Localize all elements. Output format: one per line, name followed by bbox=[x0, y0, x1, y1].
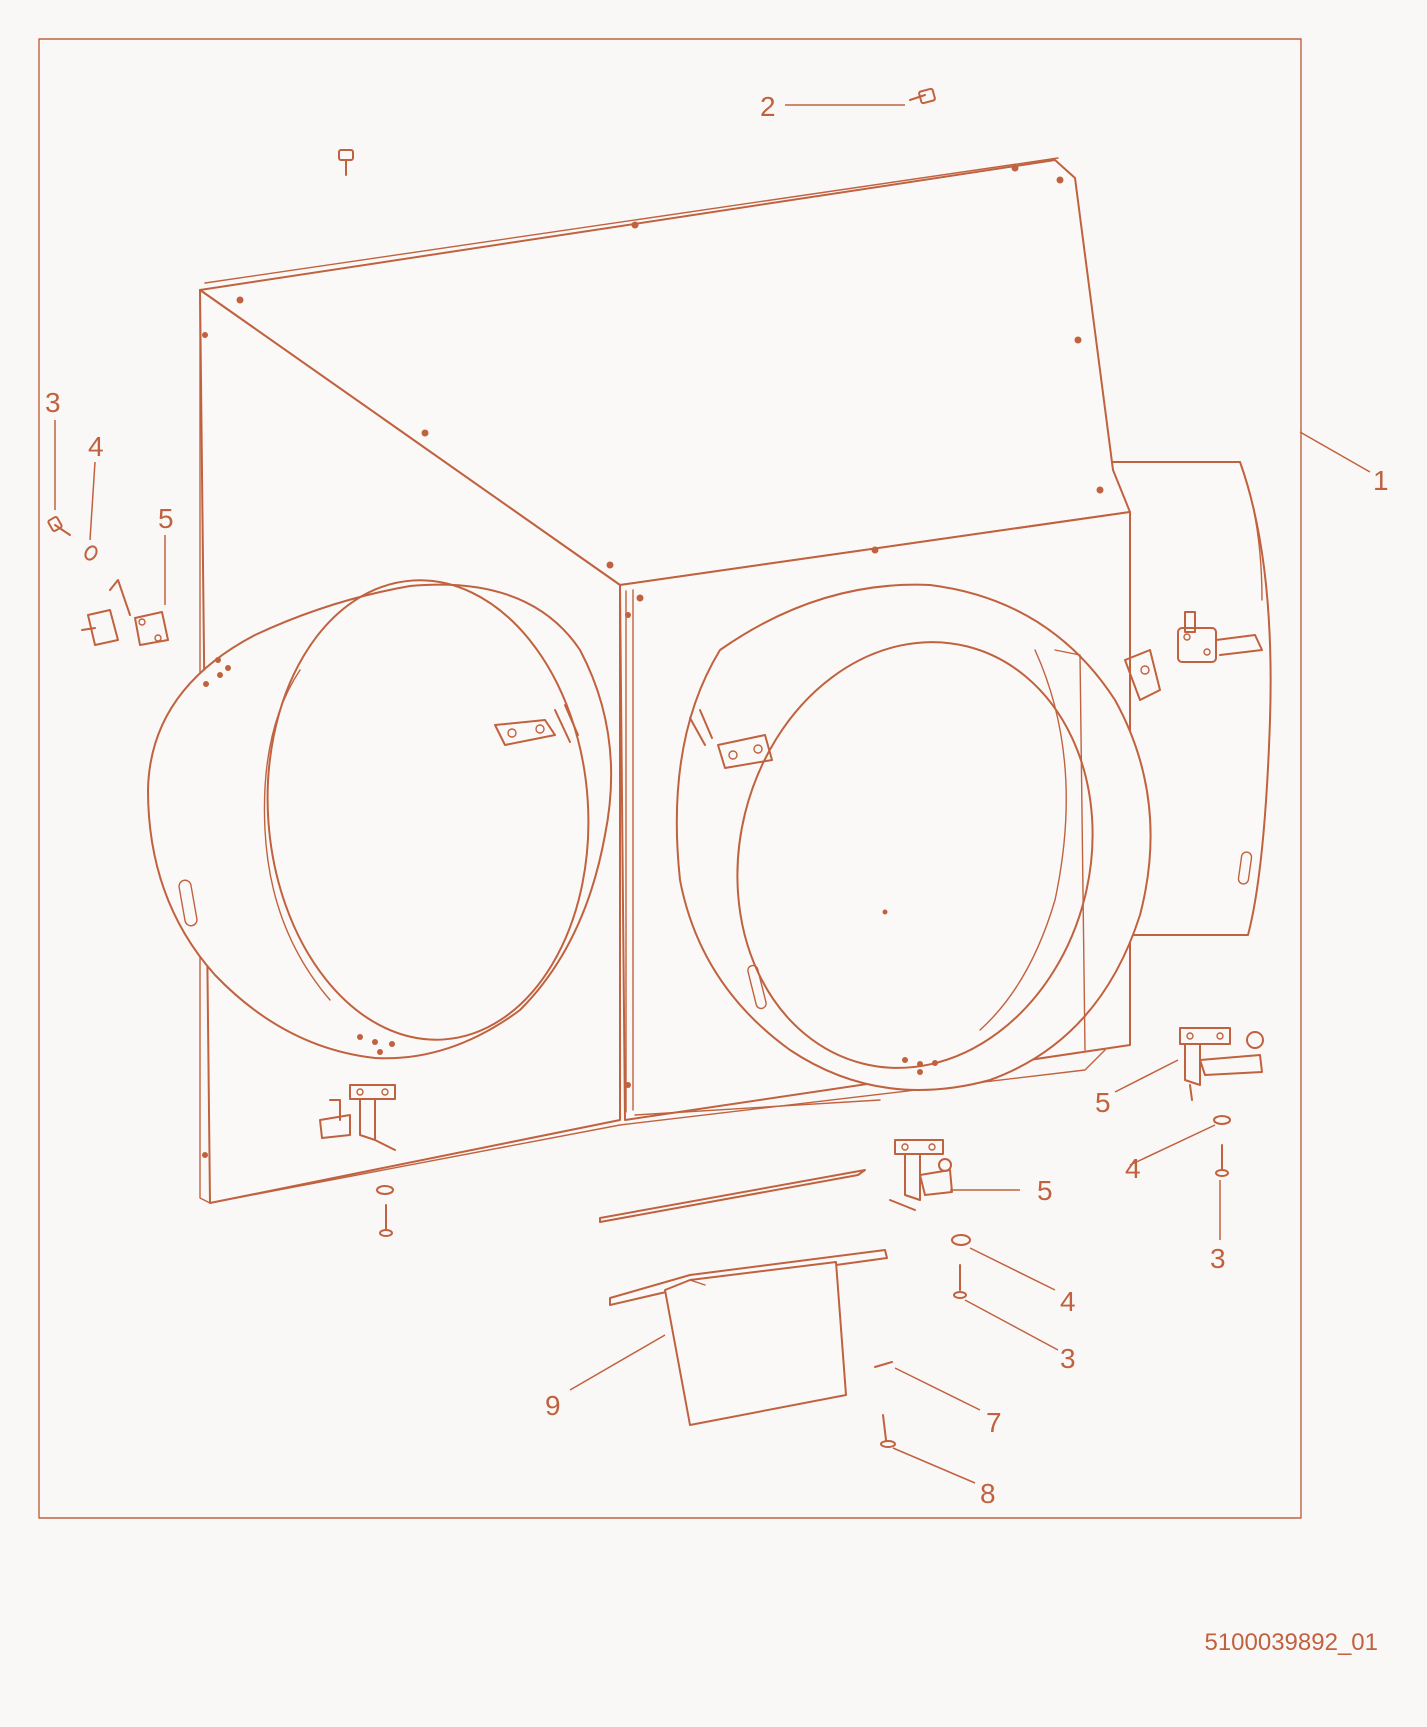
screw-bottom-left bbox=[379, 1204, 393, 1237]
right-duct-collar bbox=[675, 583, 1152, 1091]
callout-1: 1 bbox=[1373, 465, 1389, 496]
washer-part-4-center bbox=[951, 1234, 971, 1246]
callout-4-right: 4 bbox=[1125, 1153, 1141, 1184]
callout-9: 9 bbox=[545, 1390, 561, 1421]
screw-part-8 bbox=[880, 1414, 896, 1448]
screw-part-3-center bbox=[953, 1264, 967, 1299]
drawing-number: 5100039892_01 bbox=[1204, 1629, 1378, 1656]
pin-part-7 bbox=[874, 1361, 893, 1368]
latch-right-edge bbox=[1124, 649, 1161, 701]
washer-bottom-left bbox=[376, 1185, 394, 1195]
drain-spout-part-9 bbox=[609, 1249, 888, 1426]
seal-strip bbox=[599, 1169, 866, 1223]
callout-3-upper-left: 3 bbox=[45, 387, 61, 418]
latch-part-5-bottom-right bbox=[1179, 1027, 1264, 1101]
callout-2: 2 bbox=[760, 91, 776, 122]
callout-8: 8 bbox=[980, 1478, 996, 1509]
screw-part-3-right bbox=[1215, 1144, 1229, 1177]
leader-lines bbox=[54, 104, 1371, 1484]
callout-4-center: 4 bbox=[1060, 1286, 1076, 1317]
screw-part-3-left bbox=[47, 516, 71, 536]
callout-7: 7 bbox=[986, 1407, 1002, 1438]
latch-rear-collar bbox=[1177, 611, 1263, 663]
callout-3-right: 3 bbox=[1210, 1243, 1226, 1274]
drawing-frame bbox=[38, 38, 1302, 1519]
callout-5-upper-left: 5 bbox=[158, 503, 174, 534]
washer-part-4-right bbox=[1213, 1115, 1231, 1125]
latch-part-5-bottom-left bbox=[319, 1084, 396, 1151]
screw-top-left bbox=[338, 149, 354, 176]
latch-part-5-upper-left bbox=[81, 579, 169, 646]
latch-part-5-bottom-center bbox=[889, 1139, 953, 1211]
left-duct-collar bbox=[147, 579, 613, 1060]
callout-3-center: 3 bbox=[1060, 1343, 1076, 1374]
callout-5-right: 5 bbox=[1095, 1087, 1111, 1118]
screw-part-2-top bbox=[909, 87, 936, 105]
callout-5-center: 5 bbox=[1037, 1175, 1053, 1206]
latch-left-collar bbox=[494, 704, 579, 746]
washer-part-4-left bbox=[84, 545, 98, 561]
callout-4-upper-left: 4 bbox=[88, 431, 104, 462]
latch-right-collar bbox=[689, 709, 773, 769]
